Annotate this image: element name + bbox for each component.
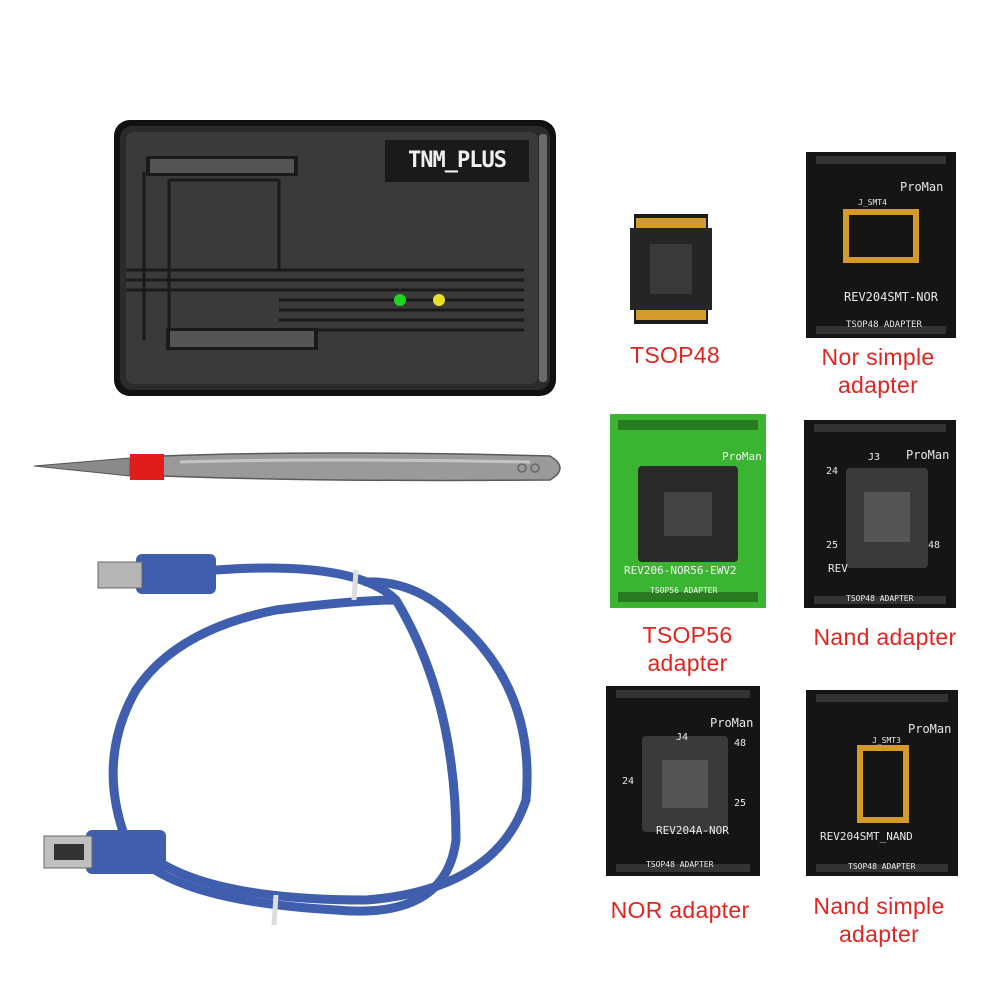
- nor-adapter-board: ProMan J4 24 25 48 REV204A-NOR TSOP48 AD…: [606, 686, 760, 876]
- tsop48-socket: [630, 214, 712, 324]
- silk-footer: TSOP48 ADAPTER: [846, 594, 914, 603]
- silk-pin-b: 25: [826, 540, 839, 551]
- silk-brand: ProMan: [722, 450, 762, 463]
- silk-pin-c: 48: [734, 738, 747, 749]
- tweezers: [30, 440, 570, 490]
- caption-tsop56: TSOP56 adapter: [642, 622, 733, 676]
- silk-footer: TSOP56 ADAPTER: [650, 586, 718, 595]
- silk-part: REV: [828, 562, 848, 575]
- silk-brand: ProMan: [900, 180, 944, 194]
- silk-brand: ProMan: [908, 722, 952, 736]
- nand-adapter-board: ProMan J3 24 25 48 REV TSOP48 ADAPTER: [804, 420, 956, 608]
- caption-nand: Nand adapter: [813, 624, 957, 650]
- silk-footer: TSOP48 ADAPTER: [848, 862, 916, 871]
- usb-cable: [36, 540, 576, 940]
- silk-part: REV204SMT_NAND: [820, 830, 913, 843]
- silk-part: REV206-NOR56-EWV2: [624, 564, 737, 577]
- silk-ref: J_SMT4: [858, 198, 887, 207]
- silk-pin-c: 48: [928, 540, 941, 551]
- green-led: [394, 294, 406, 306]
- silk-pin-b: 25: [734, 798, 747, 809]
- programmer-body: [114, 120, 556, 396]
- silk-brand: ProMan: [710, 716, 754, 730]
- tweezer-grip-band: [130, 454, 164, 480]
- nor-simple-adapter-board: ProMan J_SMT4 REV204SMT-NOR TSOP48 ADAPT…: [806, 152, 956, 338]
- silk-ref: J_SMT3: [872, 736, 901, 745]
- caption-nor-simple: Nor simple adapter: [821, 344, 935, 398]
- nand-simple-adapter-board: ProMan J_SMT3 REV204SMT_NAND TSOP48 ADAP…: [806, 690, 958, 876]
- programmer-badge: TNM_PLUS: [408, 148, 507, 173]
- silk-part: REV204A-NOR: [656, 824, 729, 837]
- silk-footer: TSOP48 ADAPTER: [646, 860, 714, 869]
- caption-tsop48: TSOP48: [629, 342, 720, 368]
- silk-pin-a: 24: [622, 776, 635, 787]
- silk-footer: TSOP48 ADAPTER: [846, 320, 922, 330]
- silk-brand: ProMan: [906, 448, 950, 462]
- caption-nor: NOR adapter: [610, 897, 750, 923]
- silk-pin-a: 24: [826, 466, 839, 477]
- silk-ref: J4: [676, 732, 689, 743]
- silk-part: REV204SMT-NOR: [844, 290, 938, 304]
- yellow-led: [433, 294, 445, 306]
- tsop56-adapter-board: ProMan REV206-NOR56-EWV2 TSOP56 ADAPTER: [610, 414, 766, 608]
- silk-ref: J3: [868, 452, 881, 463]
- programmer-device: TNM_PLUS: [114, 120, 556, 396]
- caption-nand-simple: Nand simple adapter: [813, 893, 945, 947]
